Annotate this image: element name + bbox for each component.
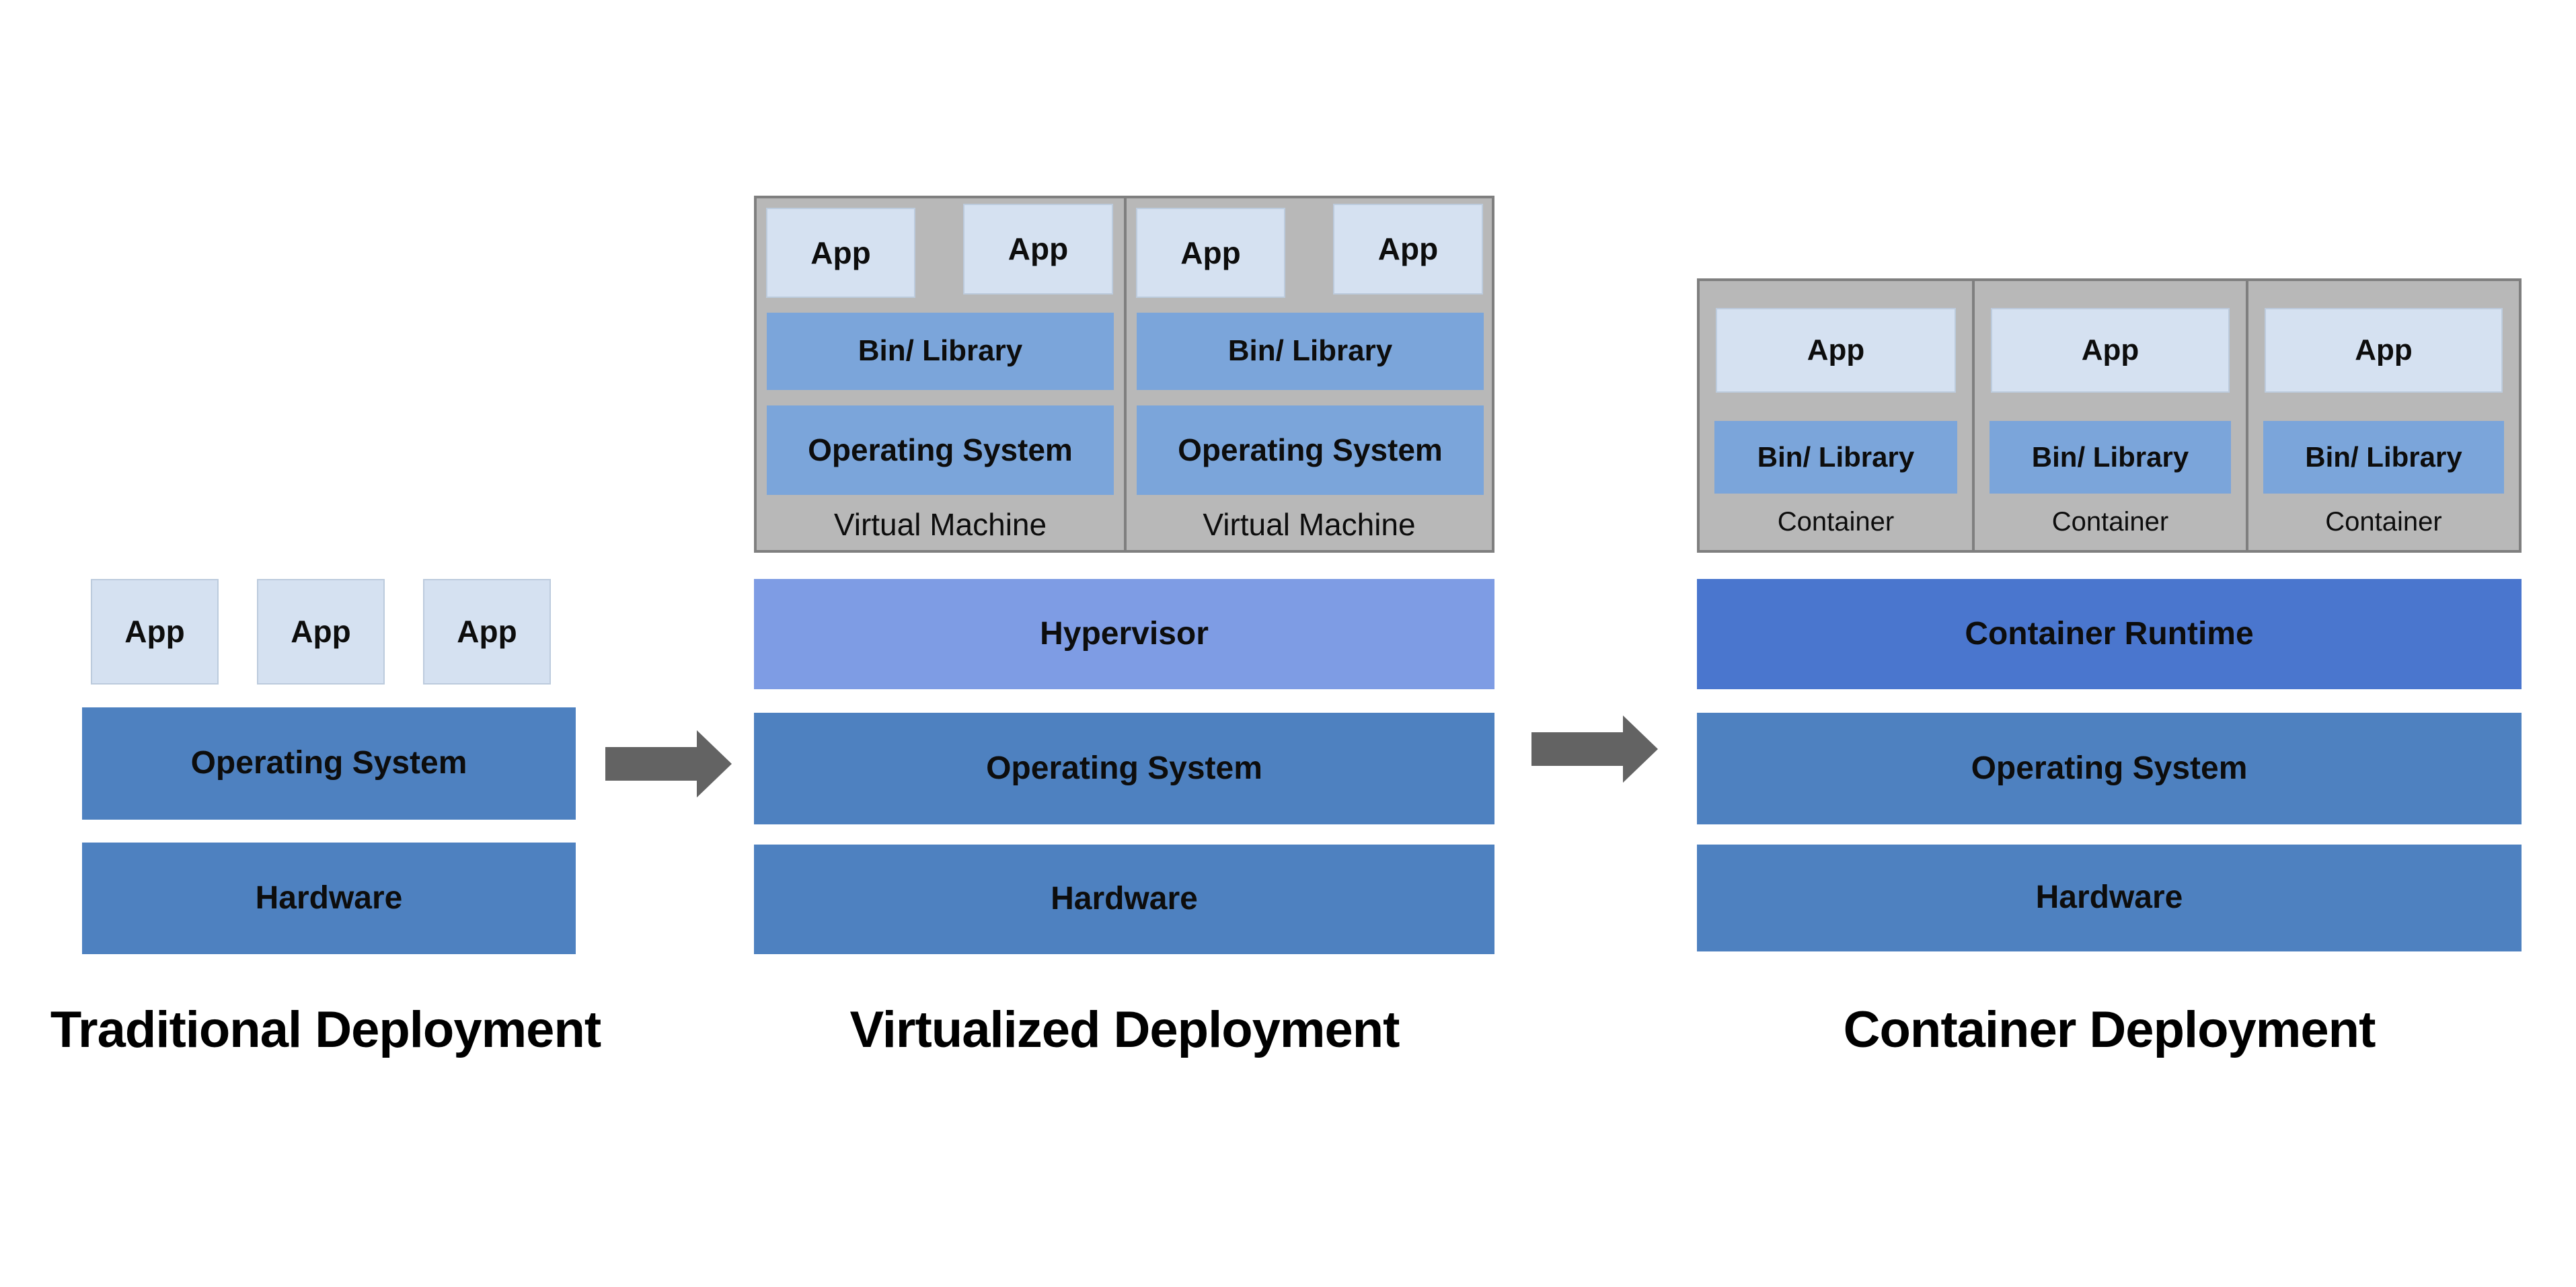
- bin-library-box: Bin/ Library: [1714, 421, 1957, 494]
- virtual-machine-box: App App Bin/ Library Operating System Vi…: [1124, 198, 1492, 550]
- container-label: Container: [2051, 507, 2169, 537]
- hardware-box: Hardware: [1697, 845, 2522, 951]
- virtual-machine-label: Virtual Machine: [833, 507, 1047, 542]
- app-box: App: [1136, 208, 1285, 298]
- container-label: Container: [1777, 507, 1895, 537]
- container-deployment-title: Container Deployment: [1843, 1001, 2376, 1058]
- arrow-shaft: [605, 747, 697, 781]
- operating-system-box: Operating System: [767, 405, 1114, 495]
- virtual-machine-box: App App Bin/ Library Operating System Vi…: [757, 198, 1124, 550]
- app-box: App: [1716, 308, 1956, 393]
- traditional-deployment-title: Traditional Deployment: [50, 1001, 601, 1058]
- app-box: App: [1333, 204, 1483, 295]
- virtual-machine-label: Virtual Machine: [1203, 507, 1416, 542]
- container-label: Container: [2325, 507, 2442, 537]
- bin-library-box: Bin/ Library: [2263, 421, 2504, 494]
- bin-library-box: Bin/ Library: [1137, 313, 1484, 390]
- hardware-box: Hardware: [754, 845, 1494, 954]
- hardware-box: Hardware: [82, 843, 576, 954]
- app-box: App: [963, 204, 1113, 295]
- container-box: App Bin/ Library Container: [1700, 281, 1972, 550]
- container-box: App Bin/ Library Container: [1972, 281, 2246, 550]
- app-box: App: [423, 579, 551, 685]
- app-box: App: [91, 579, 219, 685]
- container-runtime-box: Container Runtime: [1697, 579, 2522, 689]
- app-box: App: [766, 208, 915, 298]
- container-box: App Bin/ Library Container: [2246, 281, 2519, 550]
- app-box: App: [257, 579, 385, 685]
- arrow-shaft: [1531, 732, 1623, 766]
- containers-group-box: App Bin/ Library Container App Bin/ Libr…: [1697, 278, 2522, 553]
- hypervisor-box: Hypervisor: [754, 579, 1494, 689]
- operating-system-box: Operating System: [82, 707, 576, 820]
- operating-system-box: Operating System: [1697, 713, 2522, 824]
- bin-library-box: Bin/ Library: [767, 313, 1114, 390]
- virtualized-deployment-title: Virtualized Deployment: [849, 1001, 1400, 1058]
- operating-system-box: Operating System: [754, 713, 1494, 824]
- arrow-head: [1623, 715, 1658, 783]
- app-box: App: [2265, 308, 2503, 393]
- bin-library-box: Bin/ Library: [1990, 421, 2231, 494]
- operating-system-box: Operating System: [1137, 405, 1484, 495]
- app-box: App: [1991, 308, 2230, 393]
- arrow-head: [697, 730, 732, 797]
- virtual-machines-group-box: App App Bin/ Library Operating System Vi…: [754, 196, 1494, 553]
